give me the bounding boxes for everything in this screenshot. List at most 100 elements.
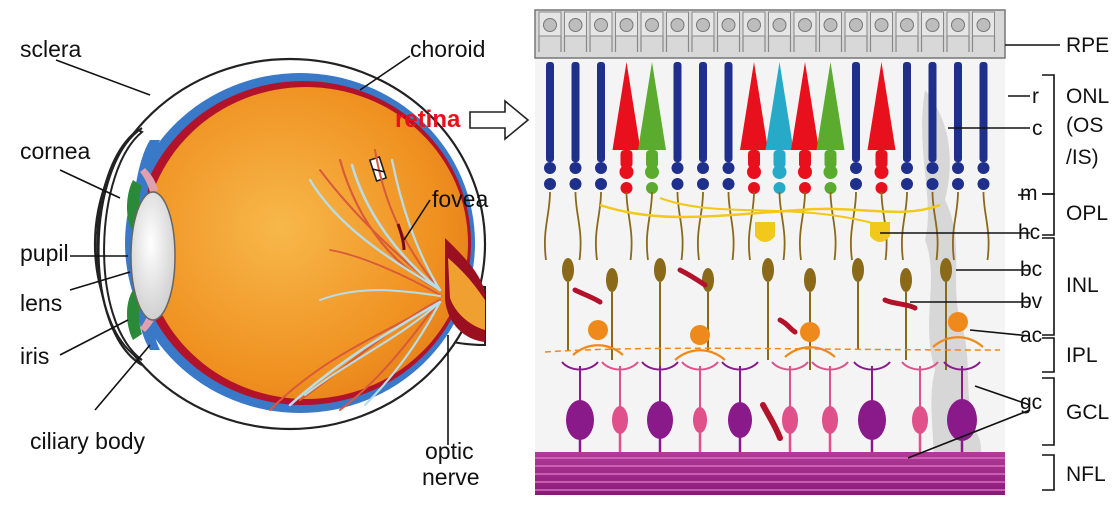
label-ac: ac (1020, 325, 1042, 346)
label-r: r (1032, 86, 1039, 107)
rod-nucleus (595, 162, 607, 174)
rod-outer-segment (546, 62, 554, 162)
rod-nucleus (850, 162, 862, 174)
label-inl: INL (1066, 275, 1099, 296)
label-onl-is: /IS) (1066, 147, 1099, 168)
rod-nucleus (723, 162, 735, 174)
rpe-nucleus (646, 19, 659, 32)
rpe-nucleus (544, 19, 557, 32)
label-hc: hc (1018, 222, 1040, 243)
rod-nucleus (901, 162, 913, 174)
rpe-nucleus (569, 19, 582, 32)
rpe-nucleus (722, 19, 735, 32)
rod-outer-segment (699, 62, 707, 162)
rod-outer-segment (903, 62, 911, 162)
rod-nucleus (544, 162, 556, 174)
label-lens: lens (20, 292, 62, 315)
rod-spherule (723, 178, 735, 190)
cone-nucleus (620, 165, 634, 179)
ganglion-cell (693, 407, 707, 433)
rod-spherule (978, 178, 990, 190)
rod-spherule (570, 178, 582, 190)
rod-nucleus (697, 162, 709, 174)
bipolar-cell (606, 268, 618, 292)
amacrine-cell (690, 325, 710, 345)
label-cornea: cornea (20, 140, 90, 163)
rod-outer-segment (572, 62, 580, 162)
cone-nucleus (798, 165, 812, 179)
label-optic: optic (425, 440, 474, 463)
rpe-nucleus (875, 19, 888, 32)
cone-nucleus (875, 165, 889, 179)
label-ipl: IPL (1066, 345, 1098, 366)
label-bc: bc (1020, 259, 1042, 280)
cone-nucleus (645, 165, 659, 179)
rod-nucleus (570, 162, 582, 174)
rod-outer-segment (929, 62, 937, 162)
rod-spherule (595, 178, 607, 190)
rod-spherule (850, 178, 862, 190)
label-rpe: RPE (1066, 35, 1109, 56)
label-opl: OPL (1066, 203, 1108, 224)
horizontal-cell (755, 222, 775, 242)
label-m: m (1020, 183, 1038, 204)
cone-nucleus (824, 165, 838, 179)
rpe-nucleus (952, 19, 965, 32)
bipolar-cell (562, 258, 574, 282)
rpe-nucleus (773, 19, 786, 32)
rod-spherule (901, 178, 913, 190)
bipolar-cell (762, 258, 774, 282)
label-onl: ONL (1066, 86, 1109, 107)
ganglion-cell (822, 406, 838, 434)
rod-spherule (544, 178, 556, 190)
vitreous-body (144, 87, 468, 399)
rod-outer-segment (852, 62, 860, 162)
label-retina: retina (395, 108, 460, 132)
label-gc: gc (1020, 392, 1042, 413)
amacrine-cell (588, 320, 608, 340)
rod-spherule (952, 178, 964, 190)
bipolar-cell (804, 268, 816, 292)
arrow-icon (470, 101, 528, 139)
label-gcl: GCL (1066, 402, 1109, 423)
label-nerve: nerve (422, 466, 480, 489)
rpe-nucleus (697, 19, 710, 32)
rpe-nucleus (850, 19, 863, 32)
cone-nucleus (747, 165, 761, 179)
bipolar-cell (940, 258, 952, 282)
rpe-nucleus (901, 19, 914, 32)
bipolar-cell (702, 268, 714, 292)
label-choroid: choroid (410, 38, 485, 61)
rpe-nucleus (824, 19, 837, 32)
ganglion-cell (782, 406, 798, 434)
label-pupil: pupil (20, 242, 69, 265)
rod-spherule (697, 178, 709, 190)
rpe-nucleus (799, 19, 812, 32)
rpe-nucleus (620, 19, 633, 32)
label-onl-os: (OS (1066, 115, 1103, 136)
rpe-nucleus (595, 19, 608, 32)
bipolar-cell (852, 258, 864, 282)
rod-nucleus (672, 162, 684, 174)
label-ciliary-body: ciliary body (30, 430, 145, 453)
label-c: c (1032, 118, 1043, 139)
rod-spherule (927, 178, 939, 190)
bipolar-cell (900, 268, 912, 292)
rod-nucleus (978, 162, 990, 174)
ganglion-cell (612, 406, 628, 434)
rod-nucleus (952, 162, 964, 174)
ganglion-cell (912, 406, 928, 434)
rod-outer-segment (954, 62, 962, 162)
label-nfl: NFL (1066, 464, 1106, 485)
label-iris: iris (20, 345, 49, 368)
bipolar-cell (654, 258, 666, 282)
rod-outer-segment (597, 62, 605, 162)
lens (131, 192, 175, 320)
rod-spherule (672, 178, 684, 190)
label-sclera: sclera (20, 38, 81, 61)
horizontal-cell (870, 222, 890, 242)
rod-nucleus (927, 162, 939, 174)
label-fovea: fovea (432, 188, 488, 211)
